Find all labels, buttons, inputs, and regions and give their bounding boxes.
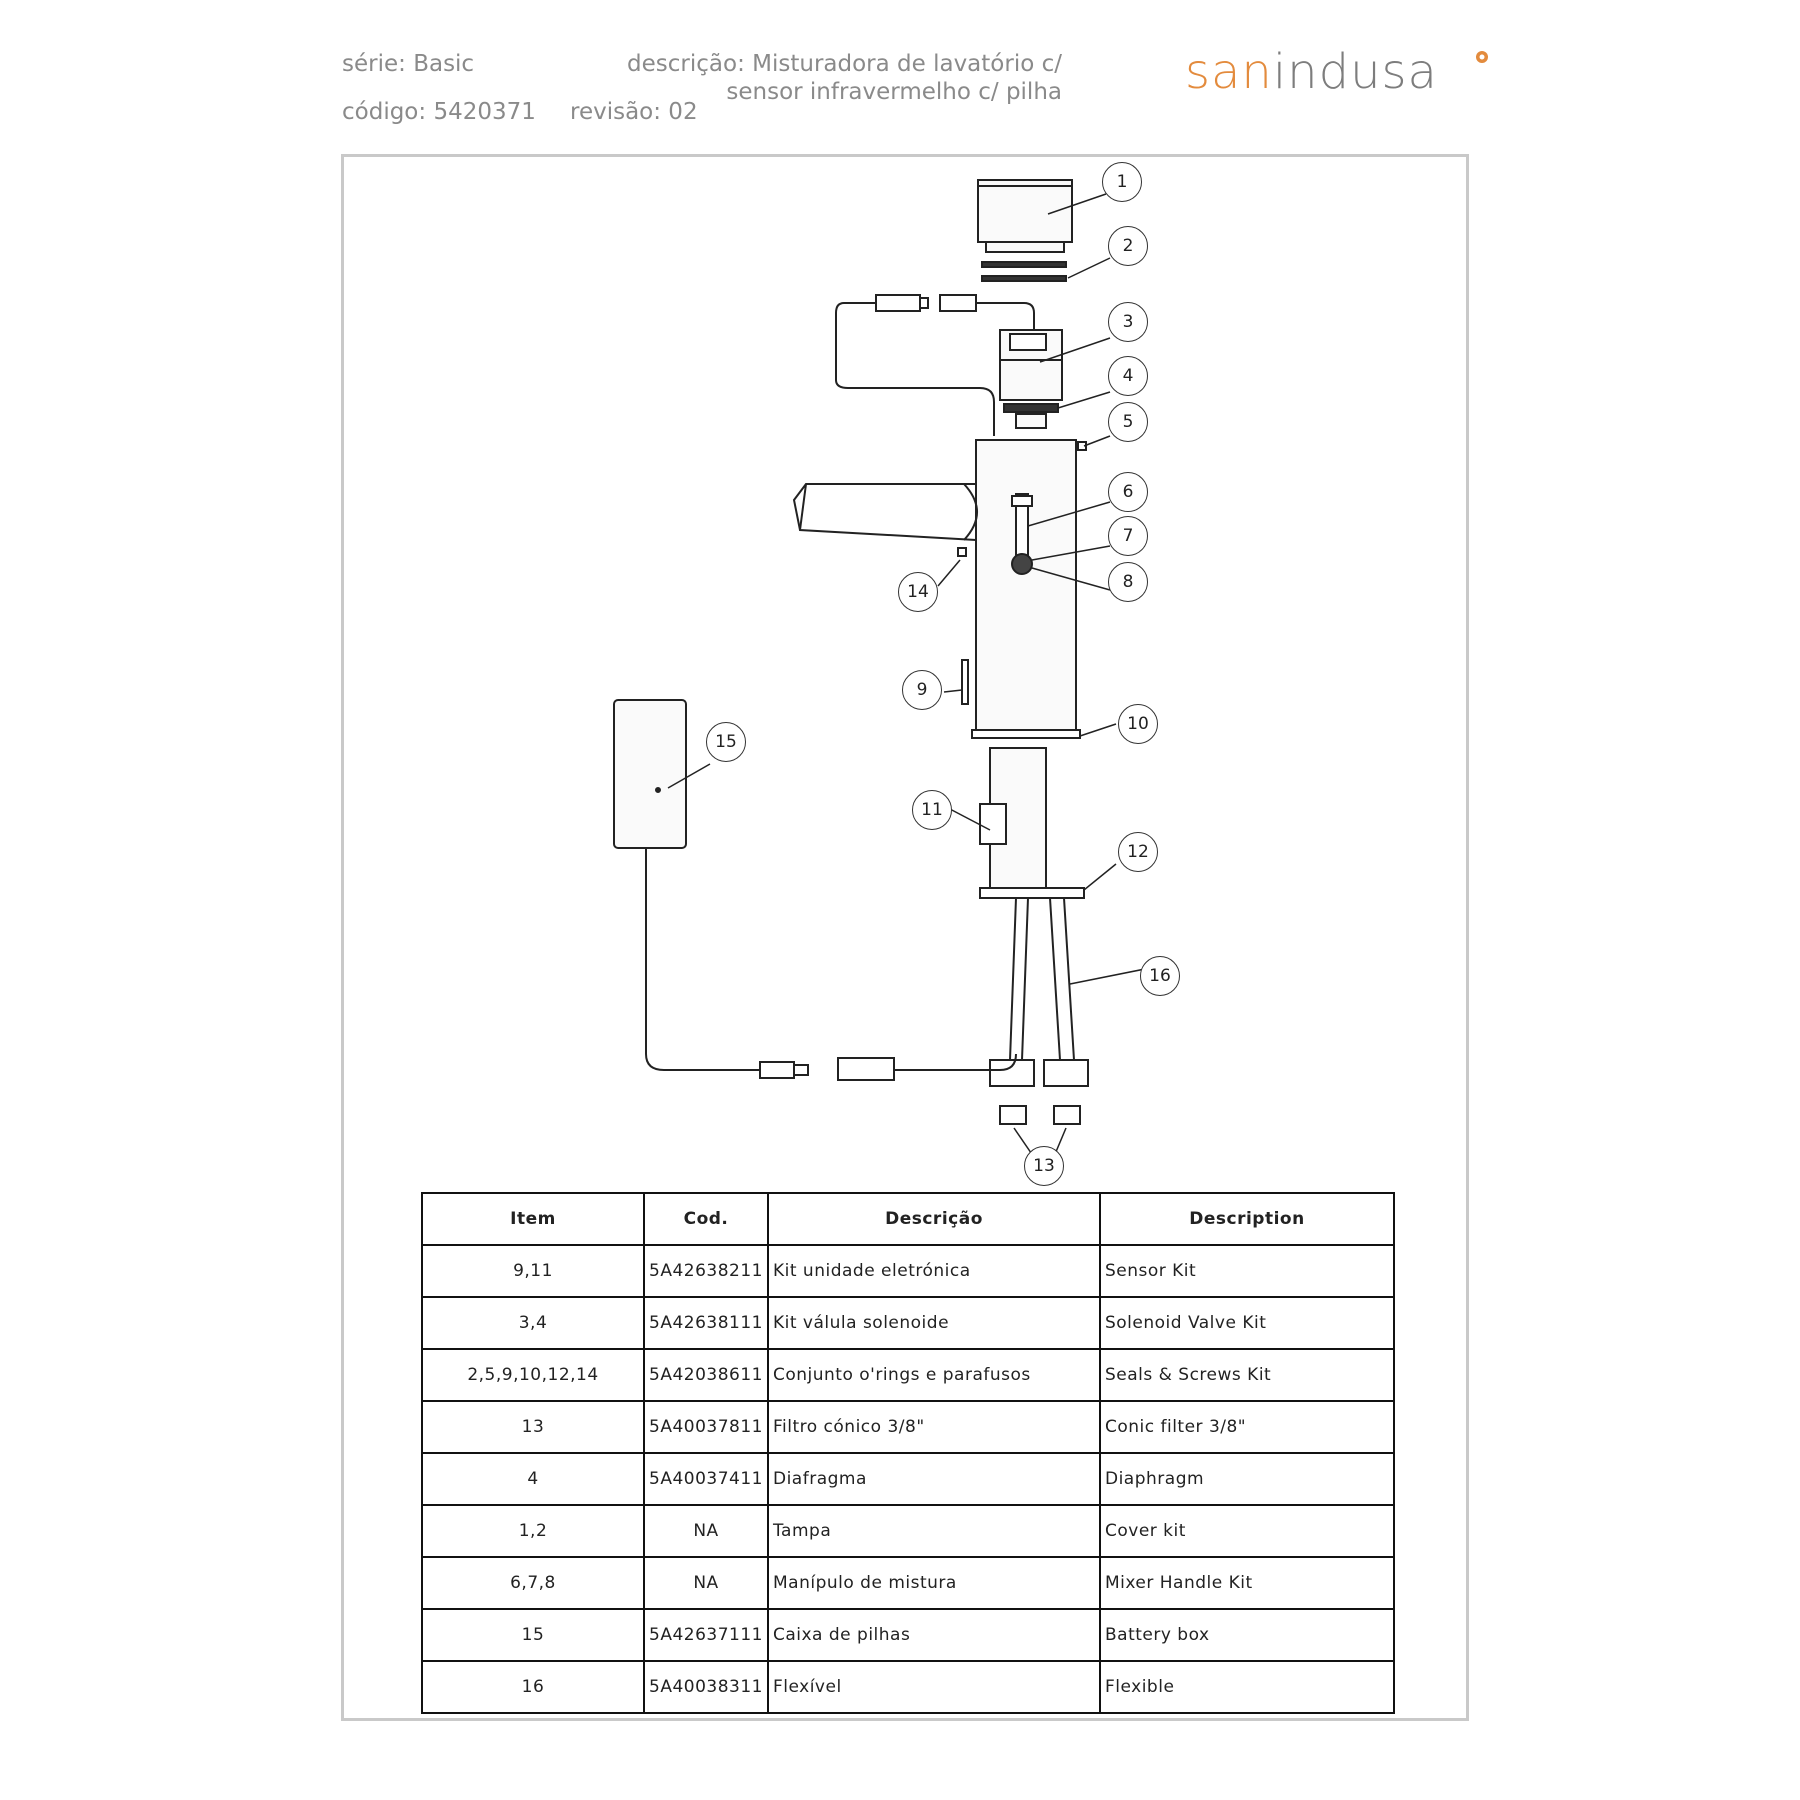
header-description: Description <box>1098 1192 1395 1246</box>
cell-item: 15 <box>421 1608 645 1662</box>
callout-8: 8 <box>1108 562 1148 602</box>
cell-description: Seals & Screws Kit <box>1098 1348 1395 1402</box>
callout-2: 2 <box>1108 226 1148 266</box>
cell-cod: 5A42638111 <box>643 1296 769 1350</box>
cell-descricao: Diafragma <box>766 1452 1101 1506</box>
cell-descricao: Flexível <box>766 1660 1101 1714</box>
revision-label: revisão: 02 <box>570 99 698 125</box>
header-item: Item <box>421 1192 645 1246</box>
description-label: descrição: Misturadora de lavatório c/ s… <box>627 51 1062 105</box>
callout-7: 7 <box>1108 516 1148 556</box>
cell-item: 2,5,9,10,12,14 <box>421 1348 645 1402</box>
callout-6: 6 <box>1108 472 1148 512</box>
cell-item: 9,11 <box>421 1244 645 1298</box>
cell-descricao: Filtro cónico 3/8" <box>766 1400 1101 1454</box>
cell-cod: 5A42638211 <box>643 1244 769 1298</box>
cell-descricao: Tampa <box>766 1504 1101 1558</box>
drawing-frame <box>341 154 1469 1721</box>
cell-descricao: Kit unidade eletrónica <box>766 1244 1101 1298</box>
callout-1: 1 <box>1102 162 1142 202</box>
cell-cod: NA <box>643 1556 769 1610</box>
cell-description: Battery box <box>1098 1608 1395 1662</box>
cell-cod: 5A40037411 <box>643 1452 769 1506</box>
cell-description: Cover kit <box>1098 1504 1395 1558</box>
cell-descricao: Kit válula solenoide <box>766 1296 1101 1350</box>
cell-cod: NA <box>643 1504 769 1558</box>
cell-descricao: Conjunto o'rings e parafusos <box>766 1348 1101 1402</box>
cell-description: Solenoid Valve Kit <box>1098 1296 1395 1350</box>
callout-16: 16 <box>1140 956 1180 996</box>
cell-description: Diaphragm <box>1098 1452 1395 1506</box>
cell-item: 4 <box>421 1452 645 1506</box>
header-cod: Cod. <box>643 1192 769 1246</box>
cell-item: 1,2 <box>421 1504 645 1558</box>
cell-item: 13 <box>421 1400 645 1454</box>
callout-9: 9 <box>902 670 942 710</box>
cell-descricao: Manípulo de mistura <box>766 1556 1101 1610</box>
cell-description: Conic filter 3/8" <box>1098 1400 1395 1454</box>
callout-11: 11 <box>912 790 952 830</box>
callout-3: 3 <box>1108 302 1148 342</box>
callout-4: 4 <box>1108 356 1148 396</box>
cell-cod: 5A40038311 <box>643 1660 769 1714</box>
sanindusa-logo: sanindusa <box>1185 44 1438 100</box>
code-label: código: 5420371 <box>342 99 536 125</box>
cell-item: 3,4 <box>421 1296 645 1350</box>
table-header-row: Item Cod. Descrição Description <box>421 1192 1395 1246</box>
callout-12: 12 <box>1118 832 1158 872</box>
callout-14: 14 <box>898 572 938 612</box>
callout-5: 5 <box>1108 402 1148 442</box>
logo-mark-icon <box>1476 51 1488 63</box>
header-descricao: Descrição <box>766 1192 1101 1246</box>
callout-10: 10 <box>1118 704 1158 744</box>
cell-description: Mixer Handle Kit <box>1098 1556 1395 1610</box>
cell-description: Sensor Kit <box>1098 1244 1395 1298</box>
cell-description: Flexible <box>1098 1660 1395 1714</box>
callout-13: 13 <box>1024 1146 1064 1186</box>
cell-descricao: Caixa de pilhas <box>766 1608 1101 1662</box>
cell-item: 16 <box>421 1660 645 1714</box>
series-label: série: Basic <box>342 51 475 77</box>
cell-cod: 5A40037811 <box>643 1400 769 1454</box>
cell-cod: 5A42637111 <box>643 1608 769 1662</box>
cell-cod: 5A42038611 <box>643 1348 769 1402</box>
cell-item: 6,7,8 <box>421 1556 645 1610</box>
callout-15: 15 <box>706 722 746 762</box>
